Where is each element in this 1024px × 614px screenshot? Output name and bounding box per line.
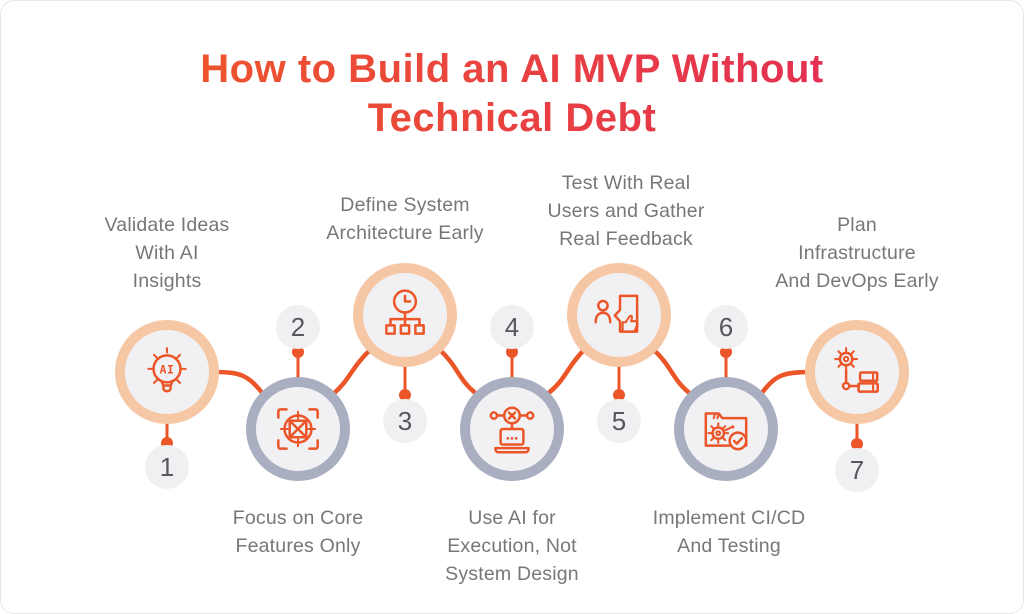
step-node-3 [353, 263, 457, 367]
step-label-3: Define System Architecture Early [326, 194, 484, 244]
step-number-badge-4: 4 [490, 305, 534, 349]
step-number-badge-6: 6 [704, 305, 748, 349]
connector-6-7 [758, 369, 814, 397]
step-label-2: Focus on Core Features Only [232, 507, 364, 557]
step-node-5 [567, 263, 671, 367]
connector-1-2 [210, 369, 266, 397]
infrastructure-gear-server-icon [834, 347, 879, 393]
svg-text:AI: AI [160, 363, 175, 377]
step-node-2 [246, 377, 350, 481]
architecture-clock-icon [385, 289, 425, 335]
cicd-folder-check-icon [704, 412, 748, 451]
step-number-badge-7: 7 [835, 448, 879, 492]
step-node-1: AI [115, 320, 219, 424]
step-number-badge-5: 5 [597, 399, 641, 443]
step-node-7 [805, 320, 909, 424]
step-label-7: Plan Infrastructure And DevOps Early [775, 214, 939, 292]
stem-dot-3 [399, 389, 411, 401]
step-node-6 [674, 377, 778, 481]
stem-dot-4 [506, 346, 518, 358]
stem-dot-7 [851, 438, 863, 450]
ai-execution-laptop-icon [489, 406, 535, 454]
connector-5-6 [651, 347, 695, 398]
stem-dot-6 [720, 346, 732, 358]
connector-2-3 [329, 347, 373, 398]
step-number-badge-1: 1 [145, 445, 189, 489]
step-label-5: Test With Real Users and Gather Real Fee… [547, 172, 705, 250]
step-label-6: Implement CI/CD And Testing [652, 507, 806, 557]
step-number-badge-3: 3 [383, 399, 427, 443]
connector-4-5 [543, 347, 587, 398]
focus-target-icon [277, 408, 319, 450]
ai-lightbulb-icon: AI [147, 347, 187, 393]
connector-3-4 [437, 347, 481, 398]
step-number-badge-2: 2 [276, 305, 320, 349]
step-node-4 [460, 377, 564, 481]
step-label-4: Use AI for Execution, Not System Design [445, 507, 579, 585]
step-label-1: Validate Ideas With AI Insights [104, 214, 230, 292]
user-feedback-icon [594, 294, 639, 333]
stem-dot-5 [613, 389, 625, 401]
stem-dot-2 [292, 346, 304, 358]
